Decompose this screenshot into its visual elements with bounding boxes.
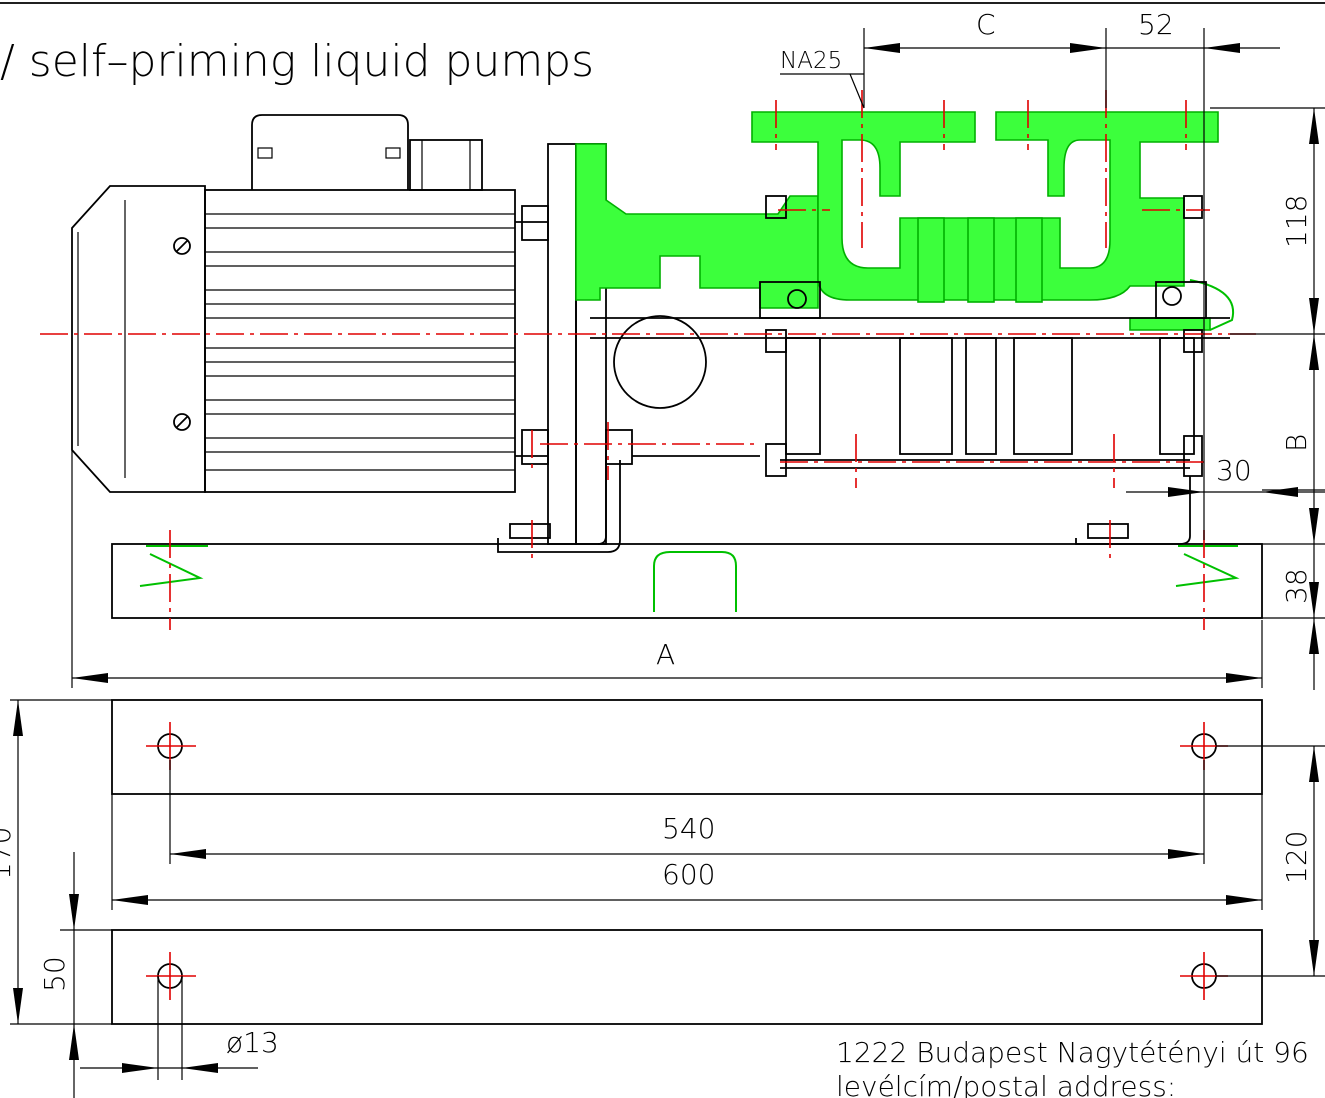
motor — [71, 114, 549, 493]
dimension-right — [1126, 107, 1325, 690]
base-rail-top-plan — [111, 699, 1263, 795]
dim-30-label: 30 — [1216, 454, 1252, 487]
dim-38-label: 38 — [1280, 568, 1313, 604]
base-rail-bottom-plan — [111, 929, 1263, 1025]
dim-600-label: 600 — [662, 858, 715, 891]
dim-13-label: ø13 — [226, 1026, 279, 1059]
dim-left-cut-label: 170 — [0, 827, 17, 880]
na25-label: NA25 — [780, 48, 842, 74]
dimension-120 — [1216, 745, 1325, 977]
dim-120-label: 120 — [1280, 831, 1313, 884]
dimension-a — [71, 450, 1263, 688]
dim-c-label: C — [976, 8, 996, 41]
dim-50-label: 50 — [38, 956, 71, 992]
dimension-left — [10, 699, 258, 1098]
dim-118-label: 118 — [1280, 195, 1313, 248]
dim-52-label: 52 — [1138, 8, 1174, 41]
drawing-title: / self–priming liquid pumps — [0, 36, 594, 87]
dim-b-label: B — [1280, 434, 1313, 452]
pump-section — [575, 111, 1235, 545]
dimension-top — [780, 28, 1280, 540]
dimension-540-600 — [111, 760, 1263, 910]
dim-540-label: 540 — [662, 812, 715, 845]
address-line-1: 1222 Budapest Nagytétényi út 96 — [836, 1036, 1309, 1069]
base-rail-side — [111, 543, 1263, 619]
center-lines — [40, 90, 1260, 630]
dim-a-label: A — [656, 638, 675, 671]
address-line-2: levélcím/postal address: — [836, 1070, 1176, 1098]
